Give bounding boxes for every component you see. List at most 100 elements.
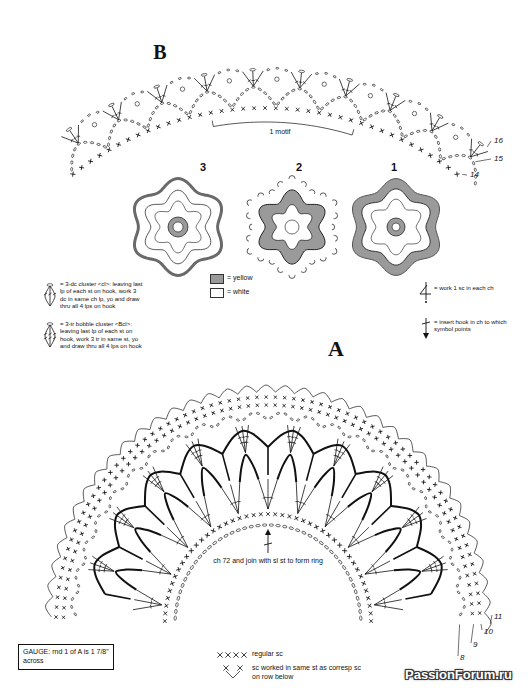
chain-stitch <box>290 417 294 421</box>
chain-stitch <box>359 609 362 614</box>
stitch-symbol <box>325 501 340 526</box>
chain-stitch <box>462 154 466 156</box>
stitch-bar <box>119 521 120 524</box>
chain-stitch <box>301 531 306 535</box>
stitch-bar <box>208 84 211 86</box>
row-number: 15 <box>494 154 503 164</box>
chain-stitch <box>132 469 136 472</box>
chain-stitch <box>412 488 416 491</box>
stitch-post <box>136 590 162 605</box>
stitch-bar <box>237 501 241 502</box>
stitch-bar <box>204 85 208 87</box>
sc-symbol <box>370 424 374 428</box>
row-number: 11 <box>494 612 502 622</box>
stitch-symbol <box>198 439 202 466</box>
chain-stitch <box>184 111 188 115</box>
stitch-bar <box>329 516 332 518</box>
sc-stroke <box>345 412 349 416</box>
sc-stroke <box>170 429 174 433</box>
sc-symbol <box>463 564 467 568</box>
sc-stroke <box>317 410 321 414</box>
sc-stroke <box>263 106 267 110</box>
stitch-symbol <box>372 476 393 492</box>
chain-stitch <box>131 92 134 95</box>
sc-symbol <box>230 108 234 112</box>
chain-post <box>145 506 164 525</box>
stitch-post <box>325 507 348 527</box>
stitch-bar <box>159 571 160 575</box>
chain-stitch <box>409 100 412 102</box>
sc-stroke <box>150 432 154 436</box>
chain-stitch <box>342 432 345 436</box>
chain-stitch <box>177 596 180 601</box>
stitch-symbol <box>90 563 114 571</box>
stitch-post <box>334 444 350 466</box>
sc-stroke <box>469 593 473 597</box>
legend-entry: = work 1 sc in each ch <box>434 285 522 292</box>
chain-stitch <box>149 117 152 121</box>
sc-symbol <box>473 572 477 576</box>
sc-stroke <box>225 652 230 657</box>
chain-stitch <box>192 104 195 108</box>
cluster-top <box>108 103 114 108</box>
stitch-post <box>112 106 119 119</box>
motif-outline <box>134 179 221 276</box>
stitch-bar <box>99 568 100 572</box>
sc-stroke <box>401 447 406 452</box>
legend-text: = white <box>227 288 249 297</box>
sc-symbol <box>73 528 77 532</box>
sc-symbol <box>337 408 341 412</box>
sc-stroke <box>428 153 433 158</box>
scallop-edge <box>219 389 238 398</box>
sc-stroke <box>168 588 173 593</box>
stitch-symbol <box>92 556 114 571</box>
stitch-bar <box>158 481 161 482</box>
stitch-symbol <box>204 76 208 91</box>
chain-stitch <box>75 576 77 579</box>
stitch-bar <box>181 536 184 538</box>
sc-stroke <box>247 404 250 407</box>
stitch-bar <box>379 484 381 487</box>
label-holder: 10 <box>484 627 493 637</box>
motif-petals <box>259 190 325 264</box>
sc-stroke <box>351 560 356 565</box>
stitch-symbol <box>346 84 360 96</box>
sc-symbol <box>469 593 473 597</box>
stitch-bar <box>355 538 358 541</box>
motif-number: 3 <box>200 161 206 174</box>
chain-loop <box>314 468 334 496</box>
stitch-bar <box>374 568 376 571</box>
chain-loop <box>135 528 161 552</box>
stitch-bar <box>384 605 386 609</box>
stitch-post <box>470 139 472 157</box>
chain-stitch <box>147 124 150 128</box>
sc-stroke <box>218 401 222 405</box>
sc-stroke <box>328 405 332 409</box>
chain-stitch <box>460 127 463 130</box>
sc-symbol <box>446 520 450 524</box>
stitch-symbol <box>147 91 161 102</box>
scallop-edge <box>65 519 75 537</box>
stitch-symbol <box>390 100 405 110</box>
stitch-symbol <box>112 106 119 119</box>
chain-stitch <box>181 583 185 588</box>
sc-stroke <box>349 118 353 122</box>
sc-stroke <box>64 587 68 591</box>
sc-stroke <box>177 118 181 122</box>
stitch-post <box>150 552 171 574</box>
cluster-bar <box>53 293 56 295</box>
leader-line <box>458 624 460 656</box>
sc-symbol <box>378 429 382 433</box>
stitch-bar <box>473 151 476 153</box>
chain-stitches <box>404 129 442 158</box>
sc-symbol <box>120 469 125 474</box>
cluster-top <box>250 68 256 71</box>
sc-symbol <box>108 483 113 488</box>
stitch-bar <box>230 503 233 505</box>
sc-symbol <box>189 548 194 553</box>
chain-stitch <box>451 548 453 551</box>
chain-stitch <box>113 123 117 127</box>
chain-stitch <box>218 537 223 541</box>
sc-symbol <box>338 115 342 119</box>
sc-stroke <box>237 665 242 670</box>
